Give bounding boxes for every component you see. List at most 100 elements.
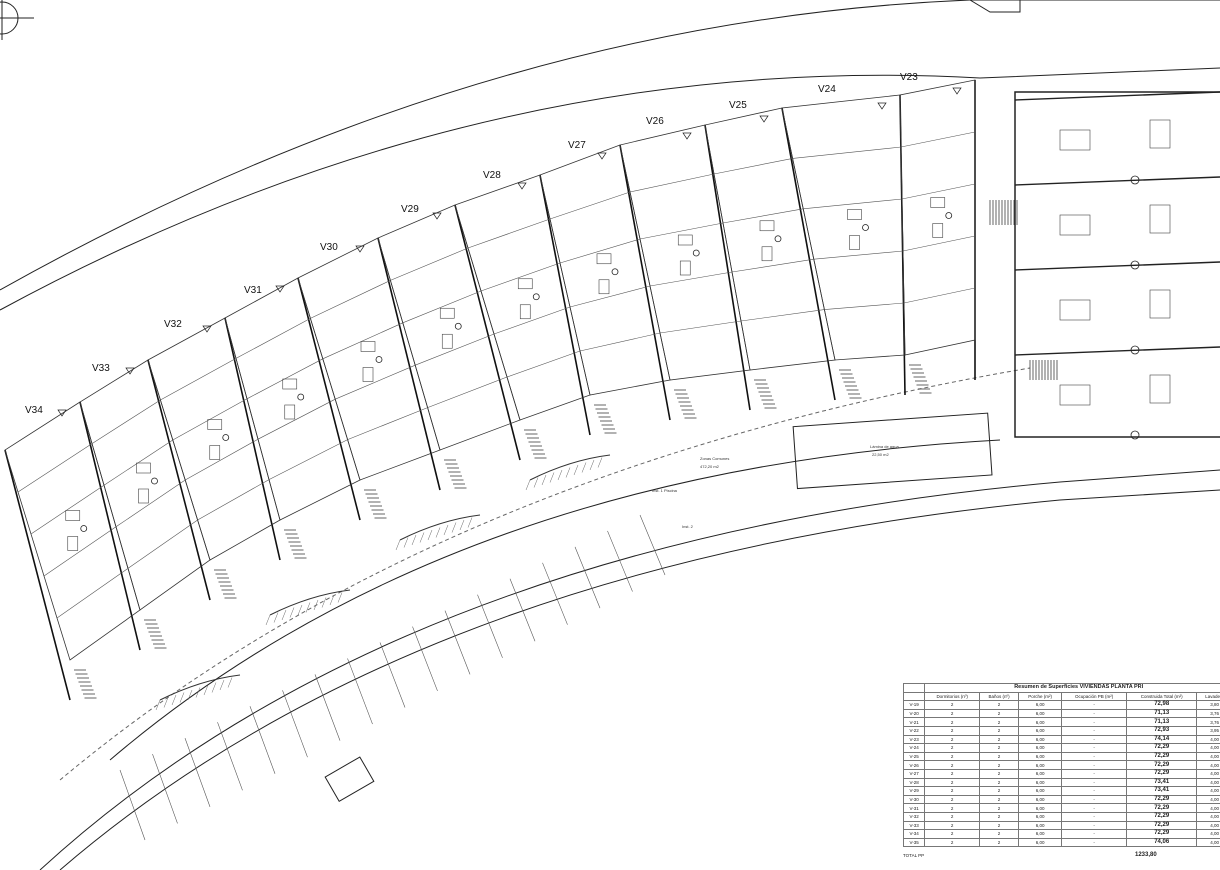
table-cell: 2 <box>924 768 980 779</box>
room-wall <box>160 358 237 401</box>
column-icon <box>297 393 305 401</box>
party-wall <box>377 237 441 491</box>
room-wall <box>30 484 105 535</box>
table-cell: 2 <box>924 725 980 736</box>
bed-icon <box>596 253 612 265</box>
pergola-slat <box>459 519 465 531</box>
room-wall <box>91 399 161 444</box>
dining-table-icon <box>1149 119 1171 149</box>
table-cell: 72,29 <box>1126 743 1198 753</box>
table-cell: 2 <box>978 786 1020 796</box>
pool-area <box>792 412 993 490</box>
table-cell: 6,00 <box>1018 760 1063 770</box>
party-wall <box>4 449 71 701</box>
table-cell: 2 <box>924 829 980 839</box>
table-cell: 2 <box>978 760 1020 770</box>
table-cell: 2 <box>924 794 980 805</box>
table-cell: 6,00 <box>1018 786 1063 796</box>
table-cell: 3,76 <box>1196 708 1220 719</box>
room-wall <box>197 479 270 521</box>
table-cell: 72,29 <box>1126 794 1198 805</box>
table-cell: 6,00 <box>1018 768 1063 779</box>
table-cell: 2 <box>924 734 980 745</box>
column-icon <box>945 212 953 219</box>
pergola-slat <box>227 677 233 688</box>
table-cell: V-31 <box>902 803 926 813</box>
table-cell: 2 <box>978 811 1020 822</box>
dining-table-icon <box>138 488 149 504</box>
table-cell: 4,00 <box>1196 743 1220 753</box>
pergola-slat <box>297 604 303 616</box>
table-cell: 3,95 <box>1196 725 1220 736</box>
pergola-slat <box>467 517 473 528</box>
table-cell: 72,29 <box>1126 811 1198 822</box>
entrance-marker-icon <box>57 409 67 417</box>
table-cell: V-28 <box>902 777 926 788</box>
table-cell: - <box>1061 803 1128 813</box>
pool-label: Lámina de agua <box>870 444 899 449</box>
dining-table-icon <box>362 367 374 382</box>
parking-bay-line <box>639 514 666 576</box>
column-header: Ocupación PB (m²) <box>1061 691 1128 702</box>
table-cell: 6,00 <box>1018 829 1063 839</box>
table-cell: 2 <box>978 743 1020 753</box>
table-cell: 2 <box>978 751 1020 762</box>
dining-table-icon <box>441 333 453 349</box>
table-cell: 73,41 <box>1126 786 1198 796</box>
total-value: 1233,80 <box>1135 852 1157 859</box>
right-block-furniture <box>989 91 1220 440</box>
unit-wall <box>1014 176 1220 186</box>
room-wall <box>402 290 482 324</box>
entrance-marker-icon <box>202 325 212 333</box>
table-cell: 6,00 <box>1018 837 1063 848</box>
table-cell: 2 <box>978 803 1020 813</box>
entrance-marker-icon <box>355 245 365 253</box>
room-wall <box>310 280 391 319</box>
room-wall <box>579 332 661 352</box>
room-wall <box>506 350 581 378</box>
table-cell: 2 <box>978 837 1020 848</box>
total-label: TOTAL PP <box>903 853 925 859</box>
parking-bay-line <box>184 738 211 807</box>
parking-bay-line <box>119 769 146 841</box>
room-wall <box>235 318 311 359</box>
housing-unit <box>704 107 836 371</box>
table-cell: 72,29 <box>1126 751 1198 762</box>
parking-bay-line <box>412 626 438 692</box>
room-wall <box>629 173 715 193</box>
pergola-slat <box>533 477 539 488</box>
pergola-slat <box>525 479 531 491</box>
room-wall <box>824 302 905 310</box>
housing-unit <box>224 277 361 521</box>
table-cell: 2 <box>978 700 1020 710</box>
table-cell: 2 <box>924 820 980 831</box>
table-cell: V-23 <box>902 734 926 745</box>
column-icon <box>774 235 782 243</box>
table-cell: V-20 <box>902 708 926 719</box>
room-wall <box>257 398 336 440</box>
table-cell: 2 <box>978 777 1020 788</box>
table-cell: 4,00 <box>1196 820 1220 831</box>
pergola-slat <box>443 524 449 536</box>
unit-label: V24 <box>818 84 836 95</box>
table-cell: V-25 <box>902 751 926 762</box>
table-title: Resumen de Superficies VIVIENDAS PLANTA … <box>924 683 1220 693</box>
table-cell: 6,00 <box>1018 811 1063 822</box>
room-wall <box>347 407 428 440</box>
room-wall <box>322 322 403 360</box>
table-cell: V-26 <box>902 760 926 770</box>
column-header: Dormitorios (nº) <box>924 691 980 702</box>
column-icon <box>222 434 230 441</box>
dining-table-icon <box>519 304 531 320</box>
room-wall <box>17 443 93 493</box>
entrance-marker-icon <box>517 182 527 190</box>
table-cell: - <box>1061 768 1128 779</box>
room-wall <box>722 208 804 224</box>
dining-table-icon <box>284 404 296 420</box>
room-wall <box>639 222 724 240</box>
site-gate <box>969 0 1021 13</box>
parking-spaces <box>119 454 666 841</box>
column-icon <box>611 268 619 276</box>
housing-unit <box>899 79 976 356</box>
